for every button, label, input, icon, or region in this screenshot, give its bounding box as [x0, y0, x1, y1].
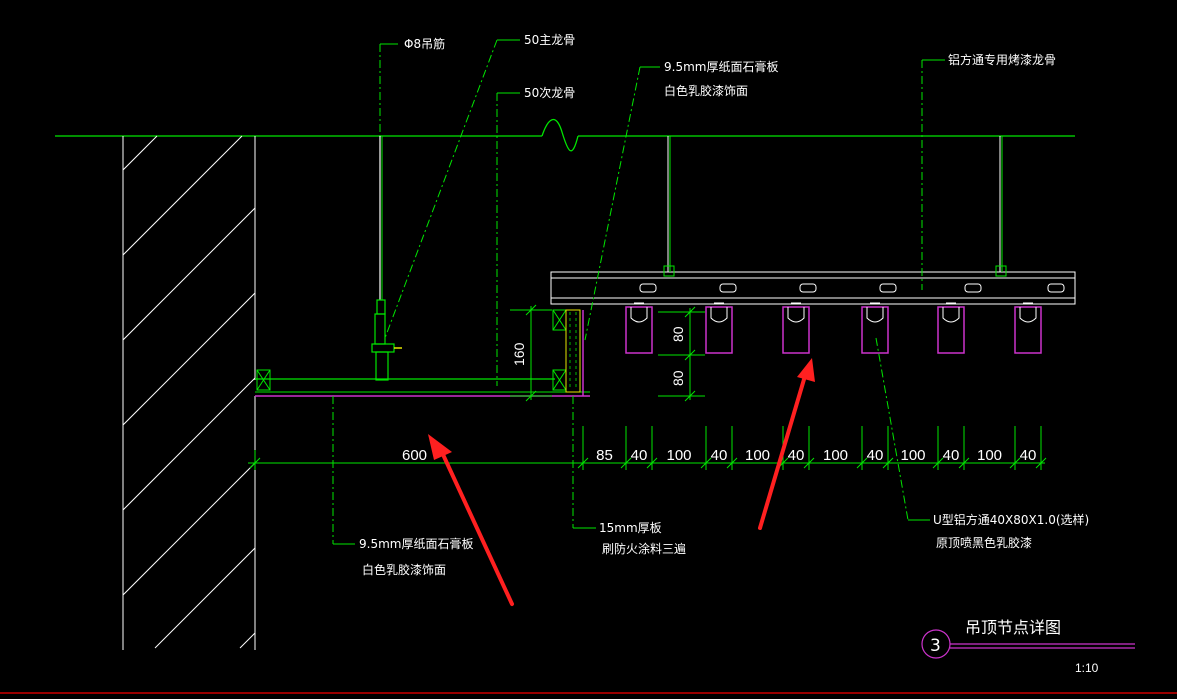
dim-segment-label: 100 — [745, 447, 770, 464]
dim-segment-label: 100 — [900, 447, 925, 464]
title-block — [921, 629, 1135, 659]
dim-segment-label: 40 — [711, 447, 728, 464]
left-ceiling-board — [255, 369, 590, 397]
dim-segment-label: 40 — [943, 447, 960, 464]
drawing-title: 吊顶节点详图 — [965, 618, 1061, 637]
label-u-channel-1: U型铝方通40X80X1.0(选样) — [933, 512, 1089, 527]
aluminum-keel-beam — [550, 136, 1076, 305]
dim-segment-label: 100 — [666, 447, 691, 464]
dim-segment-label: 40 — [631, 447, 648, 464]
u-channel — [1014, 302, 1042, 354]
red-arrow-left — [428, 434, 514, 606]
dim-horizontal-left: 600 — [402, 447, 427, 464]
label-gypsum-bottom-1: 9.5mm厚纸面石膏板 — [359, 536, 473, 551]
label-board-2: 刷防火涂料三遍 — [602, 541, 686, 556]
horizontal-dimension-labels: 85 40 100 40 100 40 100 40 100 40 100 40 — [596, 447, 1036, 464]
leader-lines — [332, 39, 945, 545]
label-u-channel-2: 原顶喷黑色乳胶漆 — [936, 535, 1032, 550]
label-secondary-keel: 50次龙骨 — [524, 86, 575, 100]
label-board-1: 15mm厚板 — [599, 521, 662, 535]
dim-vertical-lower: 80 — [670, 370, 686, 386]
dim-segment-label: 40 — [788, 447, 805, 464]
dim-segment-label: 85 — [596, 447, 613, 464]
edge-board — [552, 309, 584, 396]
label-main-keel: 50主龙骨 — [524, 33, 575, 47]
label-hanger-rod: Φ8吊筋 — [404, 36, 445, 51]
drawing-scale: 1:10 — [1075, 661, 1099, 675]
red-arrow-right — [758, 358, 815, 530]
u-channel — [782, 302, 810, 354]
label-gypsum-top-1: 9.5mm厚纸面石膏板 — [664, 59, 778, 74]
u-channel-group — [625, 302, 1042, 354]
dim-segment-label: 100 — [977, 447, 1002, 464]
label-gypsum-top-2: 白色乳胶漆饰面 — [664, 83, 748, 98]
label-gypsum-bottom-2: 白色乳胶漆饰面 — [362, 562, 446, 577]
label-aluminum-keel: 铝方通专用烤漆龙骨 — [948, 52, 1056, 67]
dim-segment-label: 40 — [1020, 447, 1037, 464]
dim-vertical-total: 160 — [511, 342, 527, 366]
dim-vertical-upper: 80 — [670, 326, 686, 342]
wall-section — [122, 135, 256, 650]
dim-segment-label: 40 — [867, 447, 884, 464]
u-channel — [937, 302, 965, 354]
u-channel — [625, 302, 653, 354]
u-channel — [861, 302, 889, 354]
u-channel — [705, 302, 733, 354]
detail-number: 3 — [930, 636, 941, 656]
dim-segment-label: 100 — [823, 447, 848, 464]
vertical-dimensions — [510, 304, 705, 402]
horizontal-dimensions — [248, 426, 1047, 470]
hanger-rod — [371, 136, 402, 381]
